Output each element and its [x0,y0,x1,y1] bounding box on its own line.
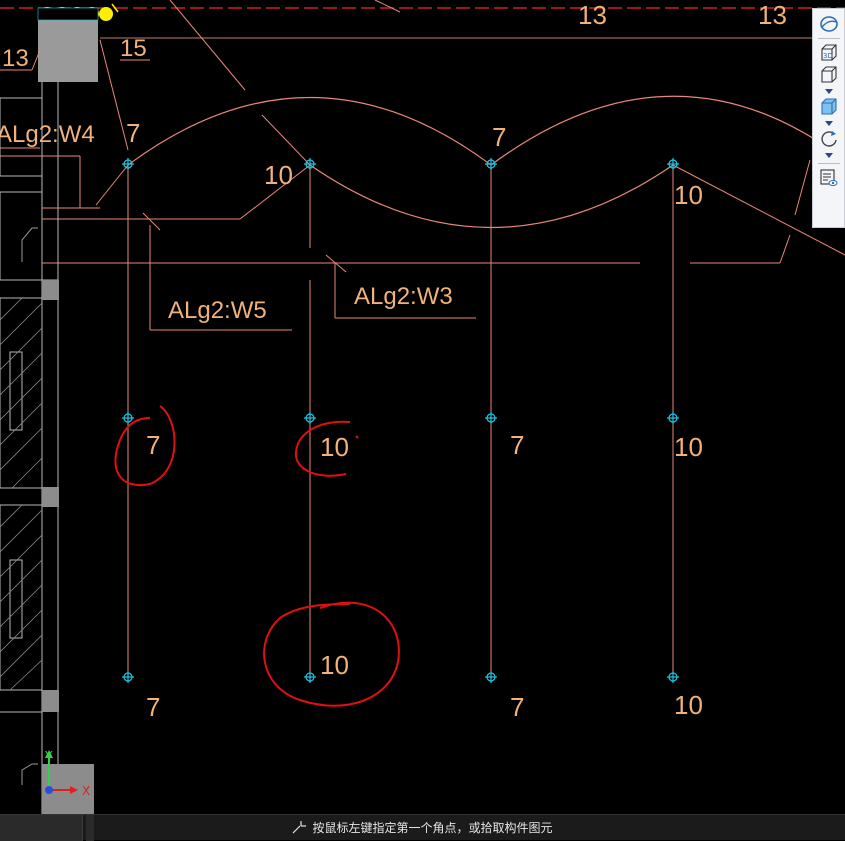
rebar-number: 10 [674,690,703,720]
left-label: 13 [2,45,29,72]
rebar-lines [127,165,674,677]
rebar-number: 10 [264,160,293,190]
chevron-down-icon[interactable] [816,118,842,128]
box-view-icon[interactable] [816,64,842,86]
svg-text:3D: 3D [823,52,833,60]
rebar-number: 7 [126,118,140,148]
command-prompt: 按鼠标左键指定第一个角点，或拾取构件图元 [0,819,845,837]
pick-cursor-icon [292,820,308,837]
cad-drawing-canvas[interactable]: 13 13 13 15 ALg2:W4 ALg2:W5 ALg2:W3 7 10… [0,0,845,814]
svg-text:Y: Y [44,749,53,763]
properties-view-icon[interactable] [816,167,842,189]
structure-lines [0,0,845,331]
rebar-number: 10 [320,432,349,462]
status-bar: 按鼠标左键指定第一个角点，或拾取构件图元 [0,814,845,841]
ucs-axis-icon: Y X [44,749,90,798]
view-toolbar: 3D [812,8,845,228]
status-panel [86,815,94,841]
left-label: 15 [120,35,147,62]
wall-label: ALg2:W5 [168,297,267,324]
top-label: 13 [758,0,787,30]
toolbar-divider [817,38,840,39]
rebar-number: 7 [146,430,160,460]
status-message: 按鼠标左键指定第一个角点，或拾取构件图元 [312,821,553,835]
node-points[interactable] [122,158,679,683]
solid-box-icon[interactable] [816,96,842,118]
wall-label: ALg2:W3 [354,283,453,310]
rotate-icon[interactable] [816,128,842,150]
column-block [38,20,98,82]
arc-lines [127,95,845,228]
rebar-number: 7 [510,692,524,722]
red-annotation-circles [114,405,400,707]
svg-text:X: X [82,784,90,798]
top-label: 13 [578,0,607,30]
rebar-number: 10 [674,180,703,210]
3d-view-icon[interactable]: 3D [816,42,842,64]
rebar-number: 10 [674,432,703,462]
chevron-down-icon[interactable] [816,86,842,96]
column-joints [42,280,94,814]
wall-label: ALg2:W4 [0,121,95,148]
wall-hatch [0,297,43,691]
rebar-number: 10 [320,650,349,680]
rebar-number: 7 [492,122,506,152]
orbit-icon[interactable] [816,13,842,35]
rebar-number: 7 [146,692,160,722]
toolbar-divider [817,163,840,164]
rebar-number: 7 [510,430,524,460]
chevron-down-icon[interactable] [816,150,842,160]
status-panel [0,815,83,841]
